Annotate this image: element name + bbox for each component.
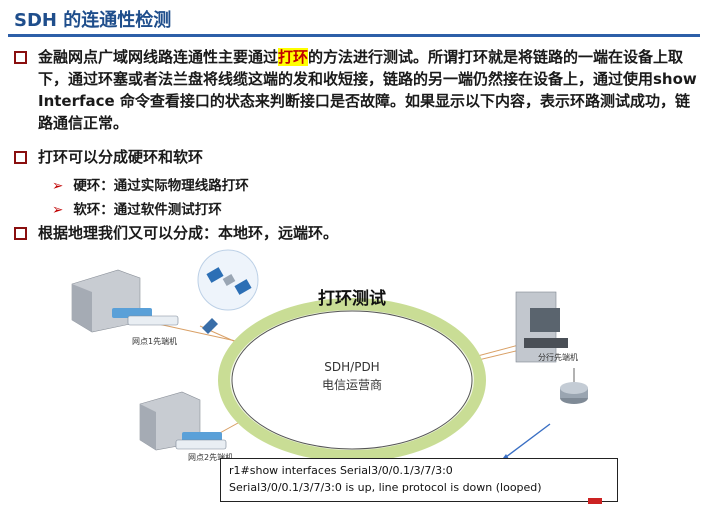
sub-bullet-2-text: 软环：通过软件测试打环 [73, 202, 222, 218]
bullet-2-text: 打环可以分成硬环和软环 [38, 148, 204, 166]
bullet-3-text: 根据地理我们又可以分成：本地环，远端环。 [38, 224, 339, 242]
branch-2-building-icon [139, 391, 227, 451]
bullet-1-text-post: 的方法进行测试。所谓打环就是将链路的一端在设备上取下，通过环塞或者法兰盘将线缆这… [38, 48, 697, 132]
square-bullet-icon [14, 151, 27, 164]
bullet-loop-geography: 根据地理我们又可以分成：本地环，远端环。 [14, 222, 700, 244]
satellite-icon [197, 249, 259, 334]
red-marker [588, 498, 602, 504]
router-icon [560, 368, 588, 404]
node-label-headquarters: 分行先端机 [538, 353, 578, 362]
page-title: SDH 的连通性检测 [14, 10, 172, 31]
ring-label-sdh: SDH/PDH [324, 360, 380, 374]
sub-bullet-hard-loop: ➢ 硬环：通过实际物理线路打环 [52, 174, 249, 194]
square-bullet-icon [14, 51, 27, 64]
headquarters-building-icon [515, 291, 568, 363]
square-bullet-icon [14, 227, 27, 240]
bullet-loop-definition: 金融网点广域网线路连通性主要通过打环的方法进行测试。所谓打环就是将链路的一端在设… [14, 46, 700, 134]
bullet-loop-types: 打环可以分成硬环和软环 [14, 146, 700, 168]
sdh-ring-inner [231, 310, 473, 450]
console-command-line: r1#show interfaces Serial3/0/0.1/3/7/3:0 [229, 464, 453, 477]
node-label-branch-2: 网点2先端机 [188, 453, 234, 462]
branch-1-building-icon [71, 269, 179, 333]
title-divider [8, 34, 700, 37]
sub-bullet-1-text: 硬环：通过实际物理线路打环 [73, 178, 249, 194]
pointer-arrow [501, 423, 551, 461]
arrow-bullet-icon: ➢ [52, 202, 64, 218]
node-label-branch-1: 网点1先端机 [132, 337, 178, 346]
console-output: r1#show interfaces Serial3/0/0.1/3/7/3:0… [220, 458, 618, 502]
bullet-1-highlight: 打环 [278, 48, 309, 66]
loop-test-diagram: 打环测试 SDH/PDH 电信运营商 网点1先端机 网点2先端机 分行先端机 r… [0, 248, 708, 508]
arrow-bullet-icon: ➢ [52, 178, 64, 194]
network-diagram-graphic [71, 249, 588, 462]
bullet-1-text-pre: 金融网点广域网线路连通性主要通过 [38, 48, 279, 66]
console-result-line: Serial3/0/0.1/3/7/3:0 is up, line protoc… [229, 481, 542, 494]
sub-bullet-soft-loop: ➢ 软环：通过软件测试打环 [52, 198, 222, 218]
diagram-title: 打环测试 [318, 289, 386, 309]
ring-label-carrier: 电信运营商 [321, 378, 382, 392]
